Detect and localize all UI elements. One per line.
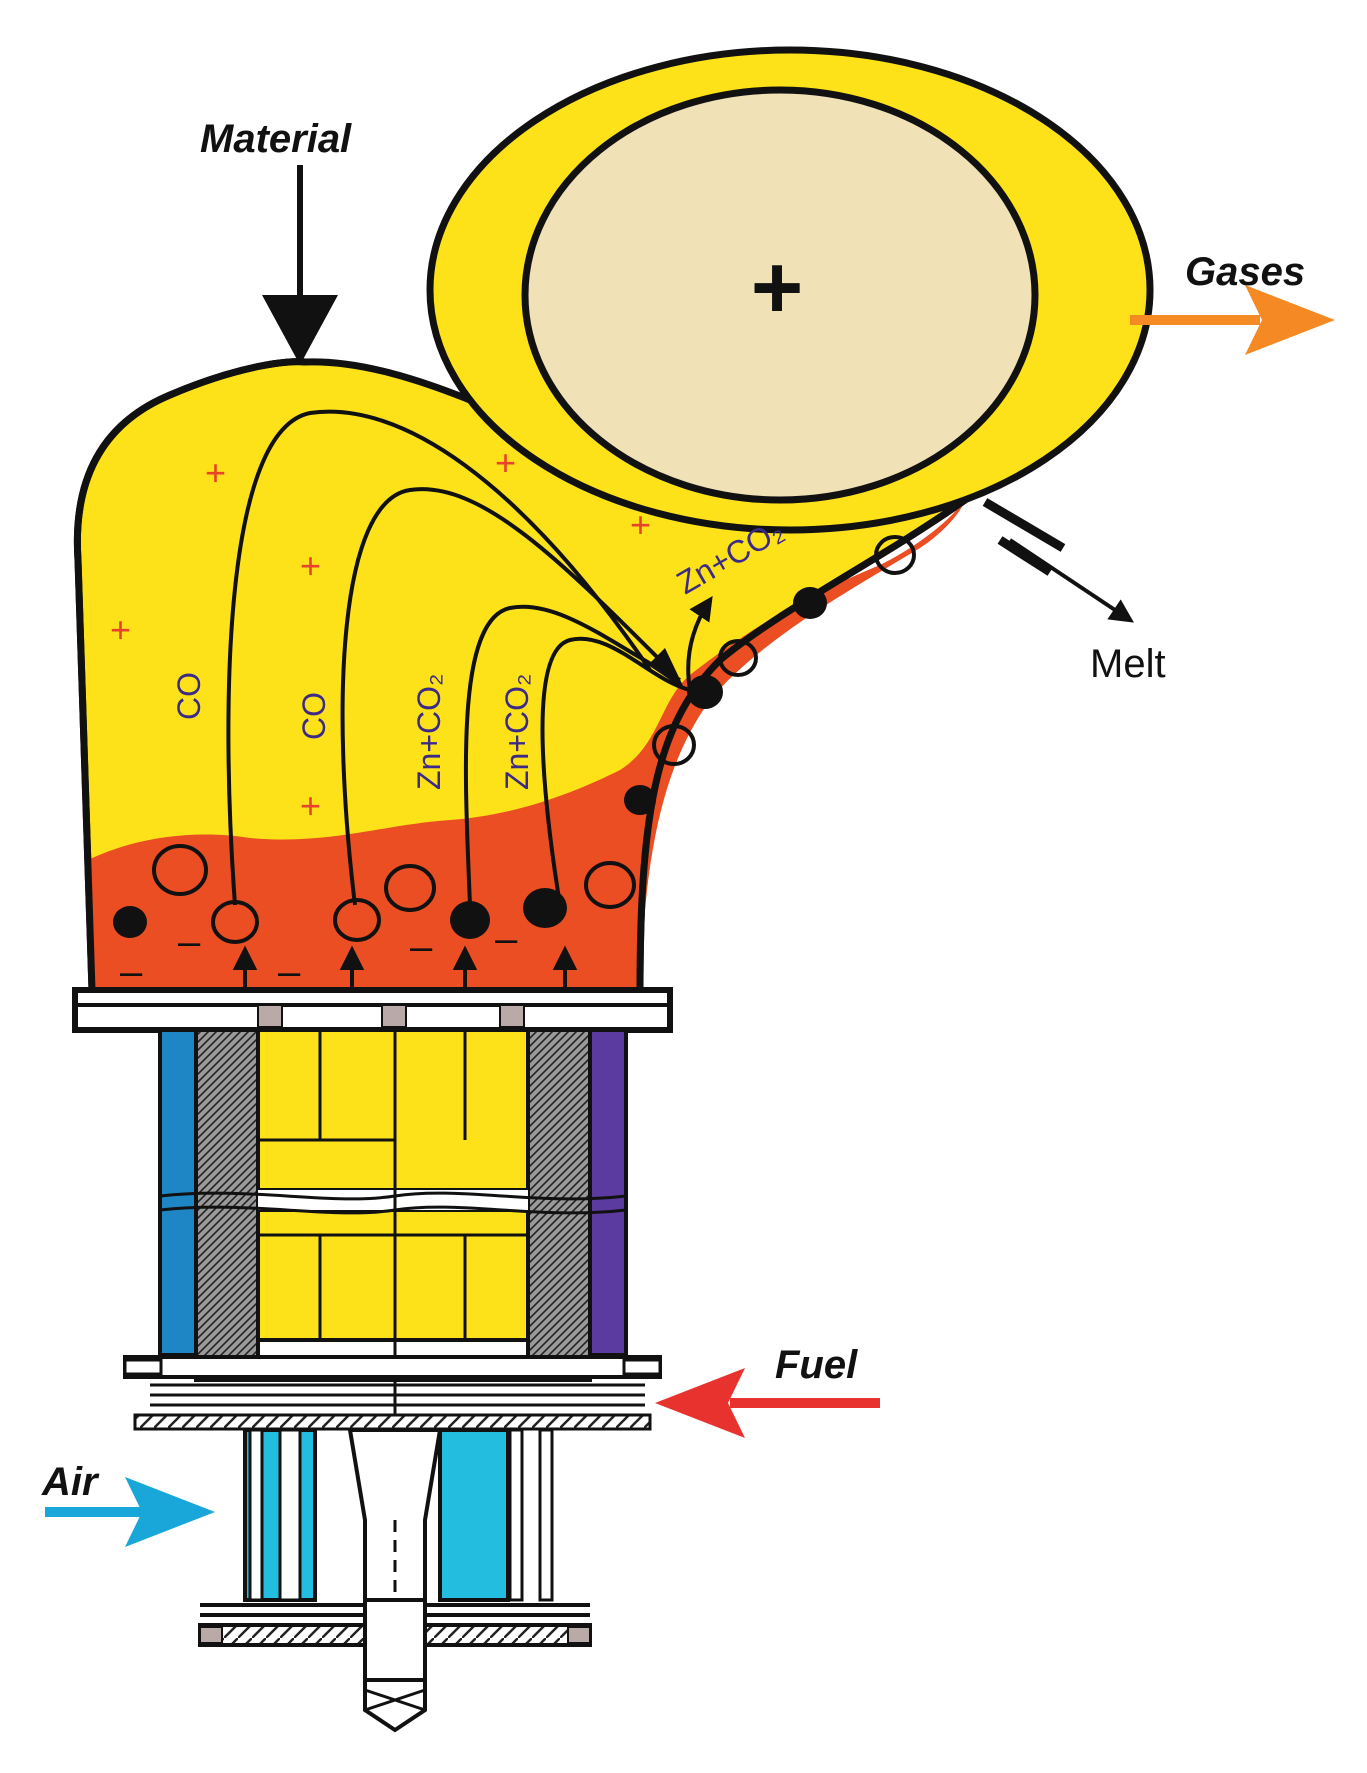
melt-label: Melt	[1090, 642, 1166, 686]
bottom-flange	[123, 1355, 662, 1379]
right-wall-purple	[588, 1028, 628, 1357]
svg-text:–: –	[278, 950, 301, 994]
open-bubbles	[152, 535, 916, 944]
gases-label: Gases	[1185, 250, 1305, 294]
left-lining	[194, 1028, 260, 1382]
svg-text:+: +	[110, 609, 131, 650]
core-upper	[256, 1028, 530, 1192]
svg-text:–: –	[410, 925, 433, 969]
svg-text:+: +	[205, 452, 226, 493]
solid-particles	[113, 587, 827, 939]
gases-arrow-head	[1245, 285, 1335, 355]
core-gap	[258, 1190, 528, 1210]
gas-arrowheads	[648, 648, 685, 690]
air-arrow-head	[125, 1477, 215, 1547]
drum-inner	[521, 86, 1039, 504]
svg-text:–: –	[178, 920, 201, 964]
material-arrow-head	[262, 295, 338, 365]
plus-signs: + + + + + +	[110, 442, 651, 826]
fuel-arrow-head	[655, 1368, 745, 1438]
minus-signs: – – – – –	[120, 917, 518, 994]
svg-text:+: +	[630, 504, 651, 545]
grate-plate	[133, 1413, 652, 1431]
shaft-lower	[363, 1598, 427, 1682]
svg-text:–: –	[120, 950, 143, 994]
nozzle	[347, 1428, 443, 1602]
shaft-tip	[363, 1678, 427, 1733]
fuel-channel-lines	[150, 1383, 645, 1407]
svg-text:+: +	[495, 442, 516, 483]
melt-layer	[88, 500, 965, 990]
melt-tap-2	[997, 536, 1053, 576]
tuyere-blocks	[257, 1004, 525, 1028]
base-plate	[72, 987, 673, 1033]
air-chamber-right	[438, 1428, 510, 1602]
zn-co2-label-1: Zn+CO₂	[411, 674, 447, 790]
air-label: Air	[41, 1460, 100, 1504]
svg-text:+: +	[300, 545, 321, 586]
gas-flow-lines	[226, 409, 691, 906]
melt-arrow	[1008, 538, 1134, 623]
drum-center-mark: +	[751, 238, 804, 338]
material-label: Material	[200, 117, 352, 161]
svg-text:+: +	[300, 785, 321, 826]
co-label-2: CO	[296, 692, 332, 740]
right-lining	[526, 1028, 592, 1382]
melt-tap-1	[982, 498, 1066, 552]
air-injection-arrows	[232, 945, 578, 990]
core-lower	[256, 1208, 530, 1342]
zn-release-arrow	[686, 596, 713, 691]
fuel-label: Fuel	[775, 1343, 858, 1387]
co-label-1: CO	[171, 672, 207, 720]
svg-text:–: –	[495, 917, 518, 961]
zn-co2-label-2: Zn+CO₂	[499, 674, 535, 790]
